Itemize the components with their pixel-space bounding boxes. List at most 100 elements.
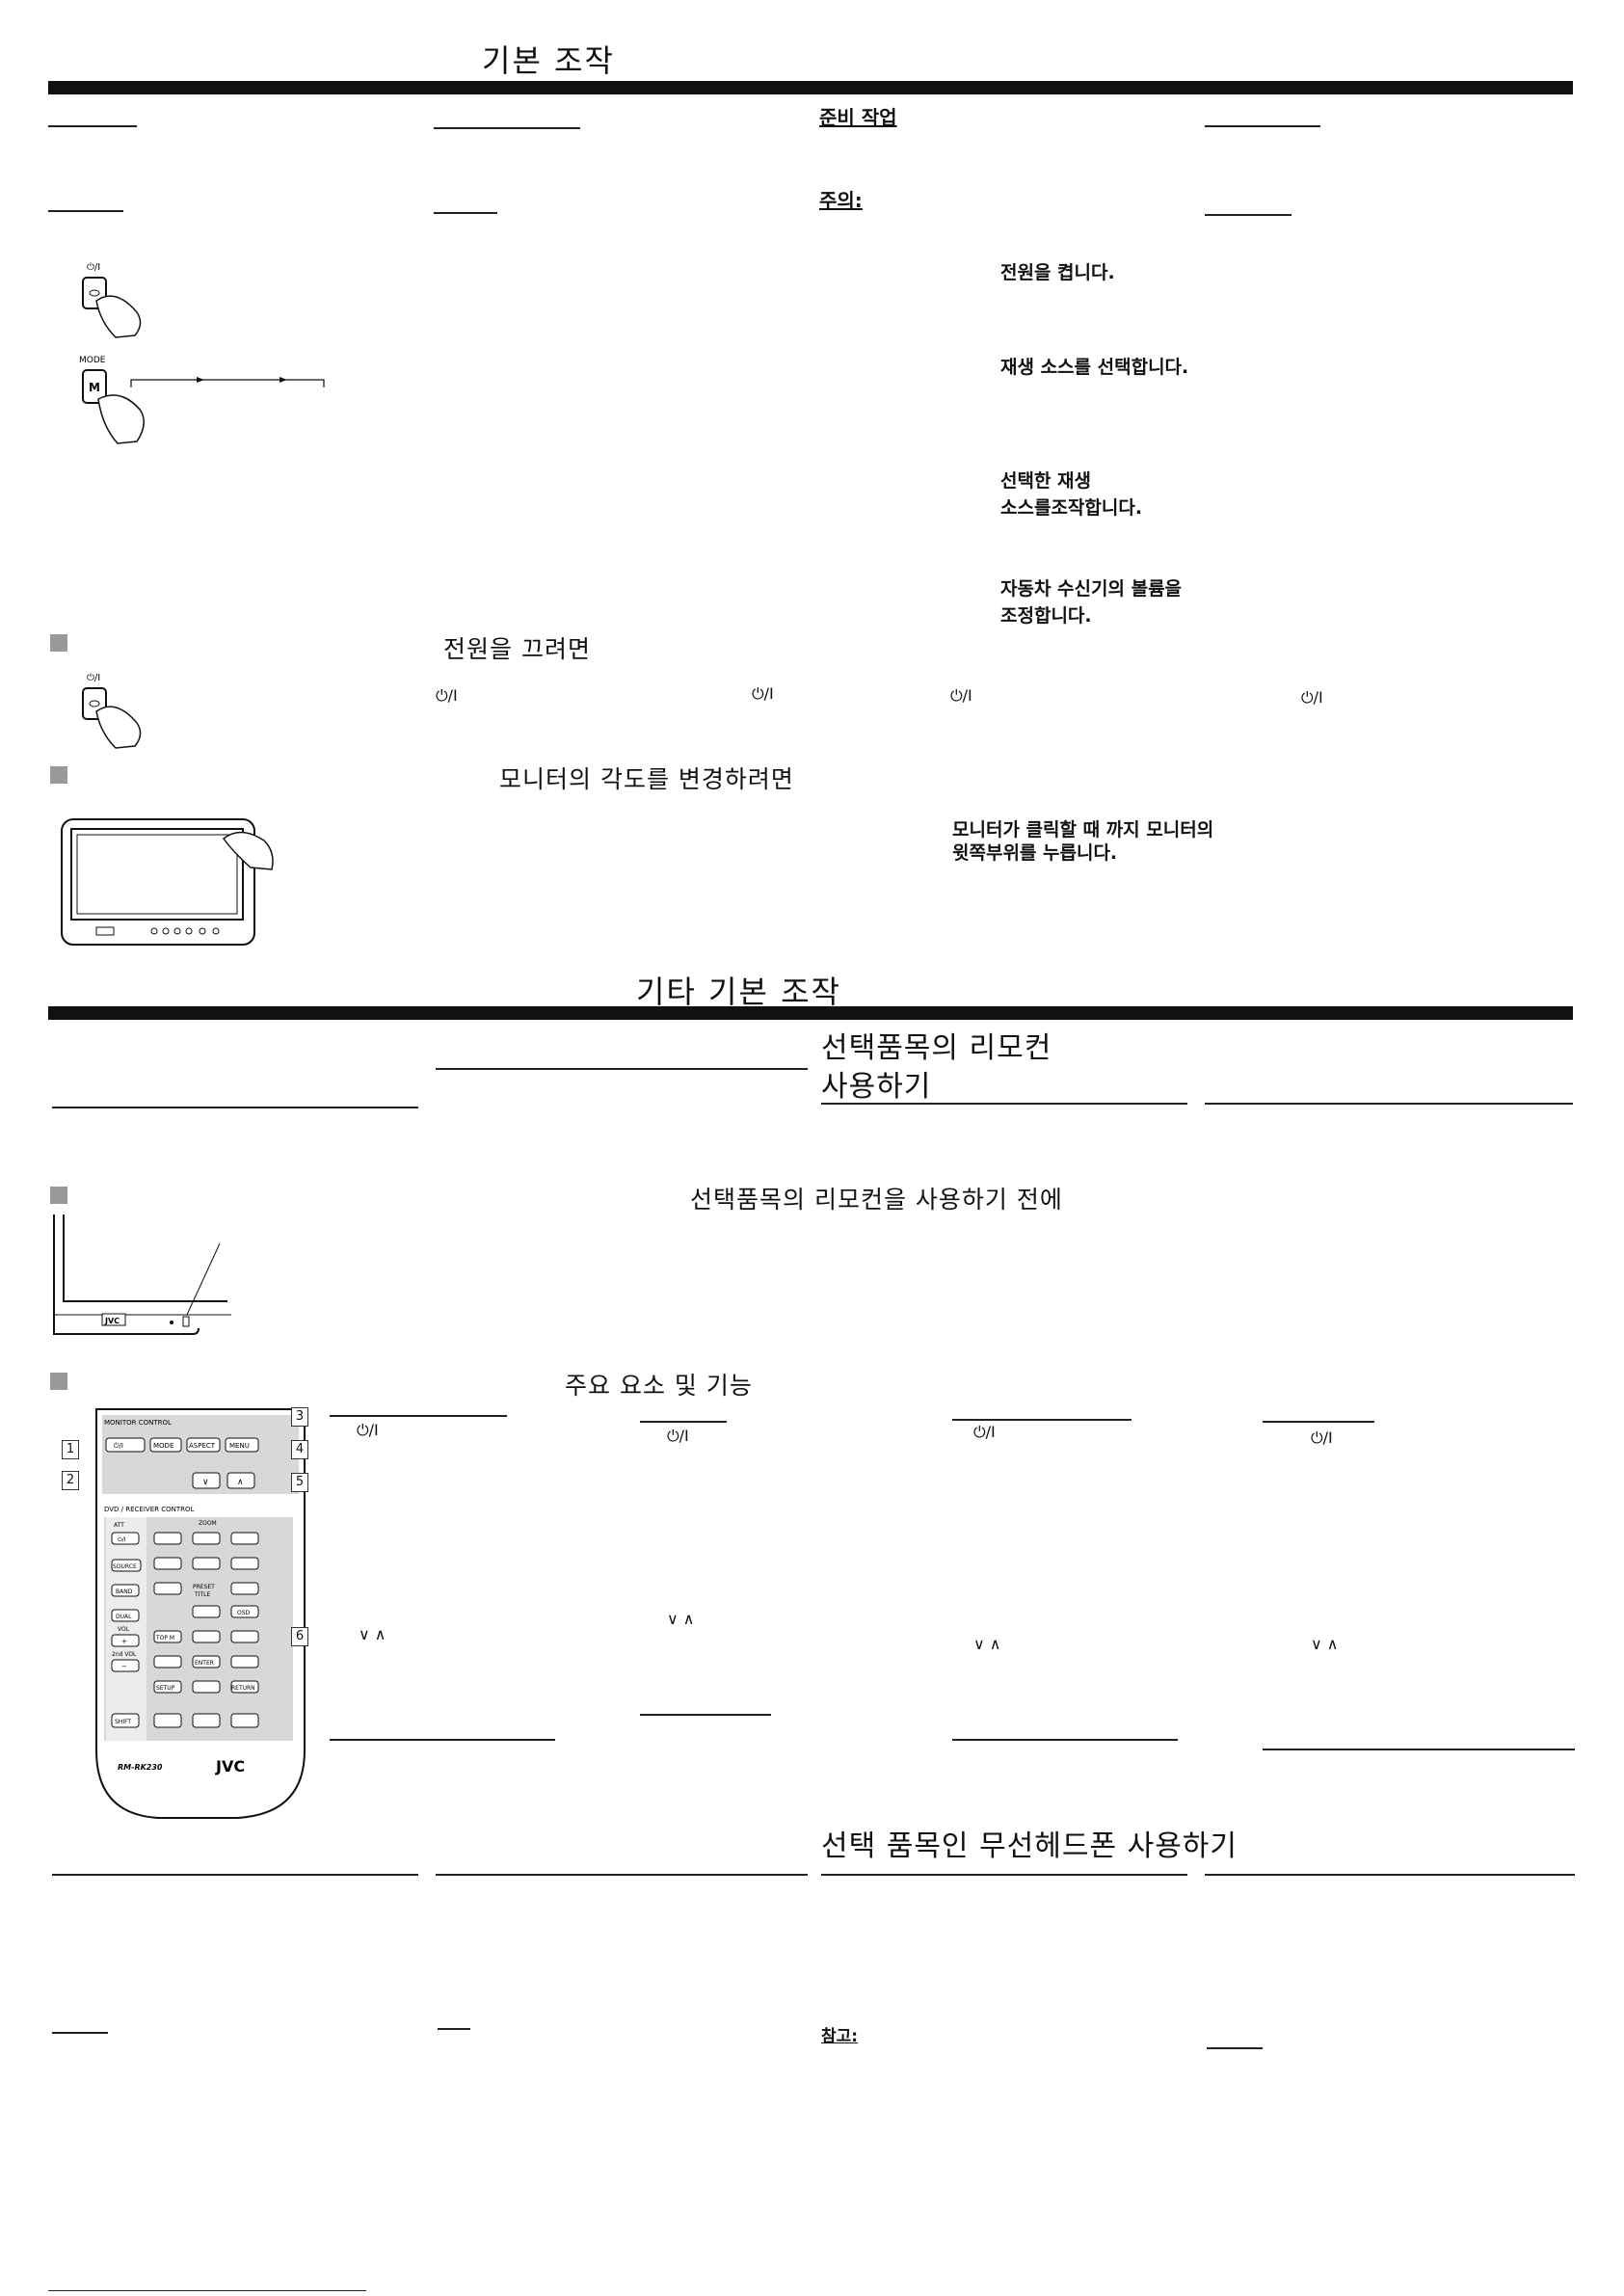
step-power-on: 전원을 켭니다.: [1000, 262, 1115, 283]
heading-underline: [434, 127, 580, 129]
power-button-illustration: ⏻/I: [77, 669, 173, 756]
monitor-instruction-1: 모니터가 클릭할 때 까지 모니터의: [952, 819, 1214, 841]
svg-text:SHIFT: SHIFT: [115, 1719, 131, 1725]
main-parts-title: 주요 요소 및 기능: [565, 1372, 753, 1400]
heading-underline: [434, 212, 497, 214]
arrow-symbols: ∨ ∧: [359, 1625, 386, 1643]
heading-underline: [436, 1874, 808, 1876]
power-symbol: ⏻/I: [667, 1427, 689, 1445]
heading-underline: [52, 1107, 418, 1108]
section-title-basic: 기본 조작: [482, 42, 615, 79]
power-symbol: ⏻/I: [950, 686, 972, 705]
monitor-instruction-2: 윗쪽부위를 누릅니다.: [952, 842, 1118, 864]
monitor-illustration: [58, 815, 280, 950]
heading-underline: [952, 1419, 1131, 1421]
callout-5: 5: [291, 1473, 308, 1492]
step-select-source: 재생 소스를 선택합니다.: [1000, 357, 1189, 378]
svg-text:ZOOM: ZOOM: [199, 1520, 217, 1527]
callout-2: 2: [62, 1471, 79, 1490]
power-symbol: ⏻/I: [1311, 1428, 1333, 1447]
heading-underline: [1205, 1874, 1575, 1876]
heading-underline: [640, 1421, 727, 1423]
heading-underline: [330, 1739, 555, 1741]
section-marker: [50, 634, 67, 652]
svg-text:JVC: JVC: [215, 1757, 245, 1775]
power-symbol: ⏻/I: [752, 684, 774, 703]
svg-text:TOP M: TOP M: [155, 1635, 174, 1642]
heading-underline: [1263, 1749, 1575, 1750]
section-bar: [48, 81, 1573, 94]
arrow-symbols: ∨ ∧: [1311, 1635, 1339, 1653]
svg-text:⏻/I: ⏻/I: [87, 673, 100, 683]
prep-label: 준비 작업: [819, 106, 897, 129]
heading-underline: [52, 1874, 418, 1876]
svg-text:MONITOR CONTROL: MONITOR CONTROL: [104, 1419, 172, 1427]
heading-underline: [48, 210, 123, 212]
svg-text:BAND: BAND: [116, 1589, 133, 1595]
svg-text:TITLE: TITLE: [194, 1591, 210, 1598]
svg-text:MENU: MENU: [229, 1442, 250, 1450]
before-use-title: 선택품목의 리모컨을 사용하기 전에: [690, 1186, 1063, 1214]
svg-text:M: M: [89, 381, 100, 394]
section-marker: [50, 766, 67, 784]
note-label: 참고:: [821, 2027, 859, 2046]
heading-underline: [48, 125, 137, 127]
svg-text:+: +: [121, 1638, 127, 1645]
heading-underline: [1207, 2047, 1263, 2049]
callout-3: 3: [291, 1407, 308, 1427]
power-button-illustration: ⏻/I: [77, 258, 173, 345]
remote-heading-1: 선택품목의 리모컨: [821, 1031, 1052, 1065]
svg-text:−: −: [121, 1663, 127, 1670]
monitor-angle-title: 모니터의 각도를 변경하려면: [499, 765, 794, 793]
callout-4: 4: [291, 1440, 308, 1459]
svg-text:PRESET: PRESET: [193, 1584, 215, 1590]
svg-text:ASPECT: ASPECT: [189, 1442, 216, 1450]
footer-line: [48, 2290, 366, 2291]
heading-underline: [1205, 125, 1320, 127]
monitor-brand-text: JVC: [104, 1317, 120, 1325]
svg-text:DVD / RECEIVER CONTROL: DVD / RECEIVER CONTROL: [104, 1506, 194, 1513]
section-bar: [48, 1006, 1573, 1020]
heading-underline: [821, 1874, 1187, 1876]
callout-6: 6: [291, 1627, 308, 1646]
remote-heading-2: 사용하기: [821, 1070, 932, 1104]
svg-text:SOURCE: SOURCE: [113, 1563, 137, 1570]
heading-underline: [1205, 214, 1291, 216]
remote-control-illustration: MONITOR CONTROL ⏻/I MODE ASPECT MENU ∨ ∧…: [58, 1403, 328, 1820]
arrow-symbols: ∨ ∧: [667, 1610, 695, 1628]
heading-underline: [52, 2032, 108, 2034]
svg-text:SETUP: SETUP: [156, 1685, 175, 1692]
heading-underline: [952, 1739, 1178, 1741]
svg-text:ATT: ATT: [114, 1522, 124, 1529]
section-marker: [50, 1373, 67, 1390]
svg-text:RM-RK230: RM-RK230: [118, 1763, 163, 1772]
step-volume-2: 조정합니다.: [1000, 605, 1092, 627]
svg-text:⏻/I: ⏻/I: [87, 262, 100, 273]
section-marker: [50, 1187, 67, 1204]
monitor-sensor-illustration: JVC: [48, 1215, 241, 1336]
svg-text:RETURN: RETURN: [231, 1685, 255, 1692]
power-symbol: ⏻/I: [1301, 688, 1323, 707]
heading-underline: [640, 1714, 771, 1716]
mode-button-illustration: MODE M: [77, 353, 337, 459]
arrow-symbols: ∨ ∧: [973, 1635, 1001, 1653]
svg-text:⏻/I: ⏻/I: [118, 1536, 126, 1543]
svg-text:OSD: OSD: [237, 1610, 251, 1616]
heading-underline: [1205, 1103, 1573, 1105]
headphone-heading: 선택 품목인 무선헤드폰 사용하기: [821, 1829, 1238, 1863]
svg-text:DUAL: DUAL: [116, 1614, 132, 1620]
svg-text:∨: ∨: [202, 1478, 209, 1487]
svg-text:MODE: MODE: [79, 356, 106, 365]
power-symbol: ⏻/I: [973, 1423, 996, 1441]
svg-text:∧: ∧: [237, 1478, 244, 1487]
heading-underline: [436, 1068, 808, 1070]
power-symbol: ⏻/I: [357, 1421, 379, 1439]
heading-underline: [330, 1415, 507, 1417]
section-title-other: 기타 기본 조작: [636, 974, 841, 1010]
svg-text:ENTER: ENTER: [195, 1660, 214, 1667]
heading-underline: [1263, 1421, 1374, 1423]
step-operate-source-2: 소스를조작합니다.: [1000, 497, 1143, 519]
heading-underline: [438, 2028, 470, 2030]
svg-text:⏻/I: ⏻/I: [114, 1442, 123, 1450]
caution-label: 주의:: [819, 189, 863, 212]
